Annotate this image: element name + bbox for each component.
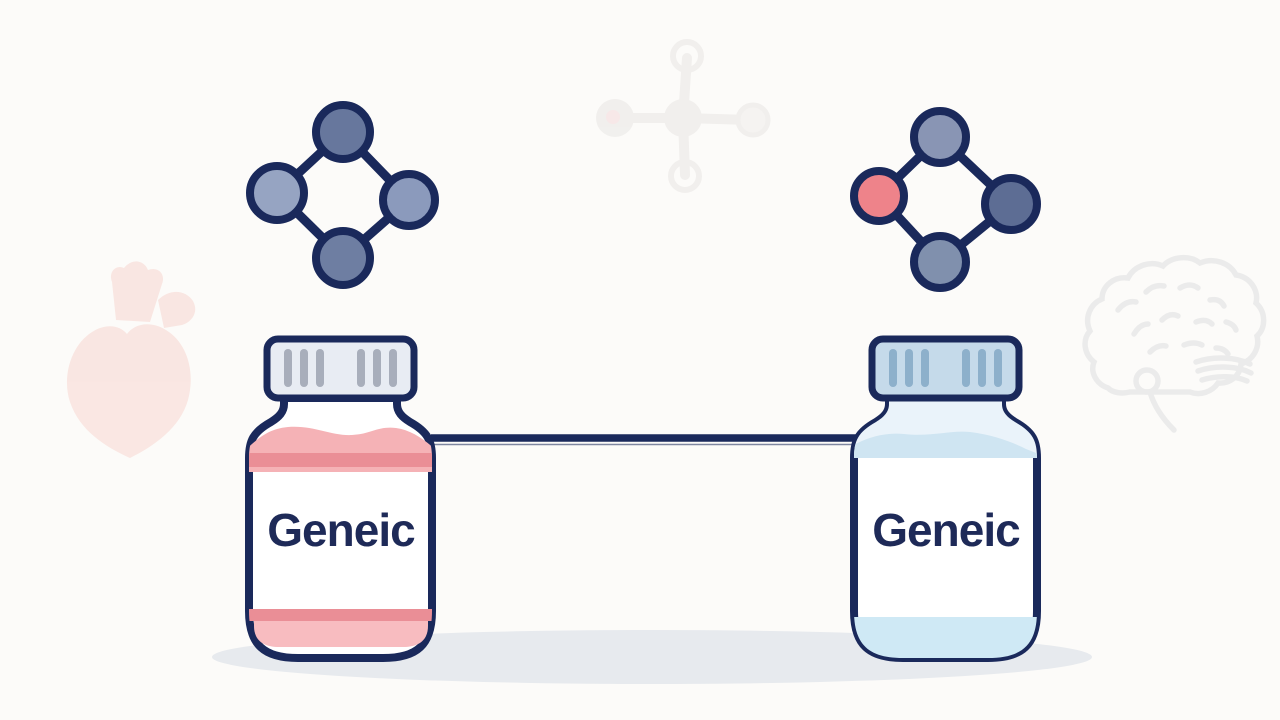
left-bottle-label: Geneic	[267, 504, 415, 556]
left-molecule-icon	[246, 101, 439, 289]
faded-atom-center	[664, 99, 702, 137]
connector-line	[431, 434, 856, 446]
right-bottle-liquid-bottom	[854, 617, 1037, 658]
faded-molecule-icon	[596, 39, 771, 193]
right-molecule-atom-bottom	[910, 232, 970, 292]
faded-atom-left-accent	[606, 110, 620, 124]
right-molecule-atom-top	[910, 107, 970, 167]
right-molecule-atom-left-red	[850, 167, 908, 225]
faded-atom-top	[670, 39, 704, 73]
heart-icon	[66, 261, 196, 458]
left-molecule-atom-bottom	[312, 227, 374, 289]
left-bottle-stripe-top	[249, 453, 432, 467]
faded-atom-right	[735, 102, 771, 138]
left-bottle-liquid-bottom	[254, 621, 428, 647]
right-bottle-cap-ridges	[889, 349, 1002, 387]
right-molecule-atom-right	[981, 174, 1041, 234]
right-bottle-liquid-top	[854, 431, 1037, 458]
left-bottle: Geneic	[245, 335, 436, 662]
right-molecule-icon	[850, 107, 1041, 292]
left-bottle-cap-ridges	[284, 349, 397, 387]
left-molecule-atom-right	[379, 170, 439, 230]
left-molecule-atom-top	[312, 101, 374, 163]
brain-icon	[1082, 255, 1267, 433]
right-bottle-label: Geneic	[872, 504, 1020, 556]
right-bottle: Geneic	[850, 335, 1041, 662]
left-bottle-stripe-bottom	[249, 609, 432, 621]
faded-atom-bottom	[668, 159, 702, 193]
left-molecule-atom-left	[246, 162, 308, 224]
